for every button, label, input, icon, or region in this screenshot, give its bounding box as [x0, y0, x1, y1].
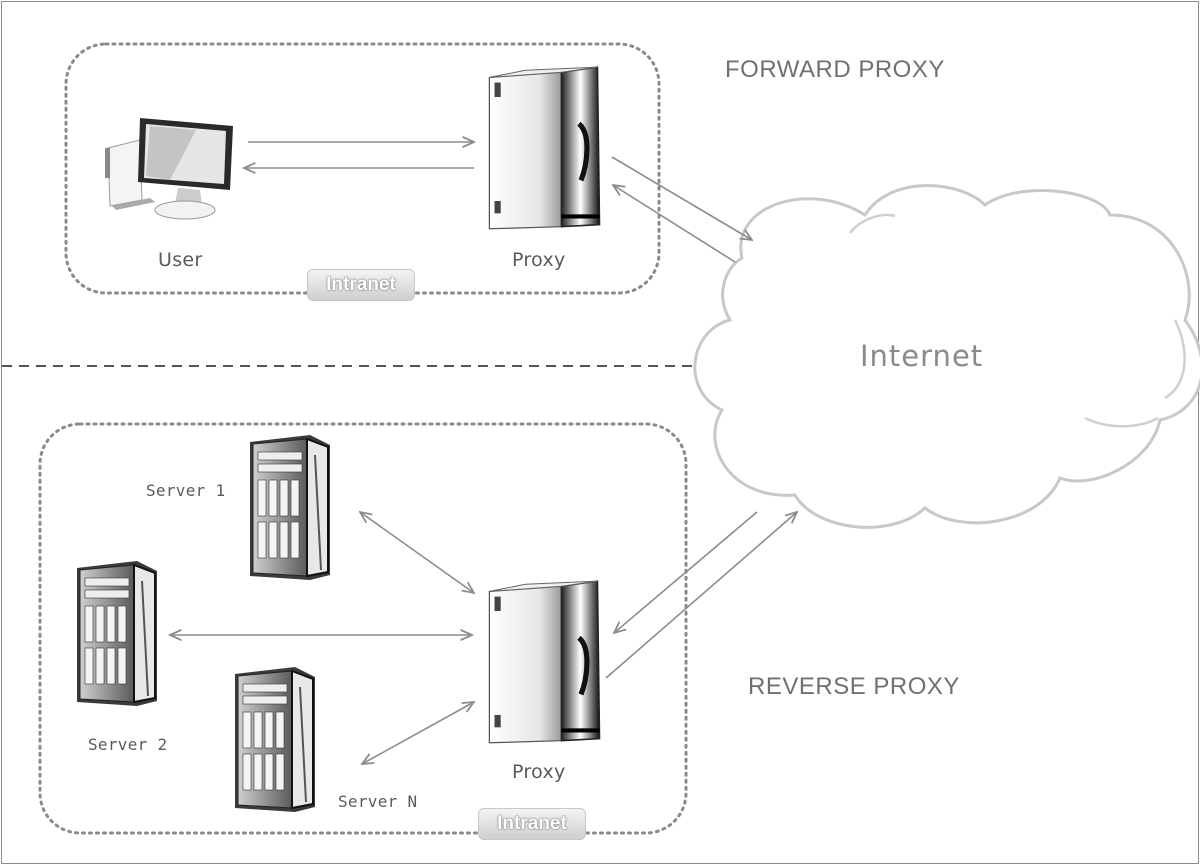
server-1-icon: [249, 434, 331, 580]
forward-intranet-badge: Intranet: [307, 269, 415, 301]
reverse-proxy-title: REVERSE PROXY: [748, 673, 960, 700]
internet-cloud: [693, 184, 1200, 529]
server-n-icon: [234, 666, 316, 812]
proxy-to-internet-arrow: [611, 156, 752, 240]
reverse-proxy-server-icon: [489, 581, 599, 743]
reverse-intranet-zone: [38, 422, 688, 835]
internet-to-reverse-proxy-arrow: [614, 511, 758, 633]
reverse-proxy-label: Proxy: [512, 761, 566, 783]
internet-to-proxy-arrow: [613, 185, 736, 263]
server-2-label: Server 2: [88, 735, 168, 754]
reverse-intranet-badge: Intranet: [478, 808, 586, 840]
server-2-icon: [76, 560, 158, 706]
servern-proxy-arrow: [362, 702, 474, 764]
user-label: User: [158, 249, 203, 271]
reverse-proxy-to-internet-arrow: [605, 512, 797, 679]
forward-proxy-label: Proxy: [512, 249, 566, 271]
internet-label: Internet: [860, 339, 984, 373]
server-1-label: Server 1: [146, 481, 226, 500]
user-computer-icon: [105, 118, 233, 220]
server-n-label: Server N: [338, 792, 418, 811]
forward-proxy-title: FORWARD PROXY: [725, 56, 945, 83]
forward-proxy-server-icon: [489, 67, 599, 229]
server1-proxy-arrow: [360, 512, 474, 593]
